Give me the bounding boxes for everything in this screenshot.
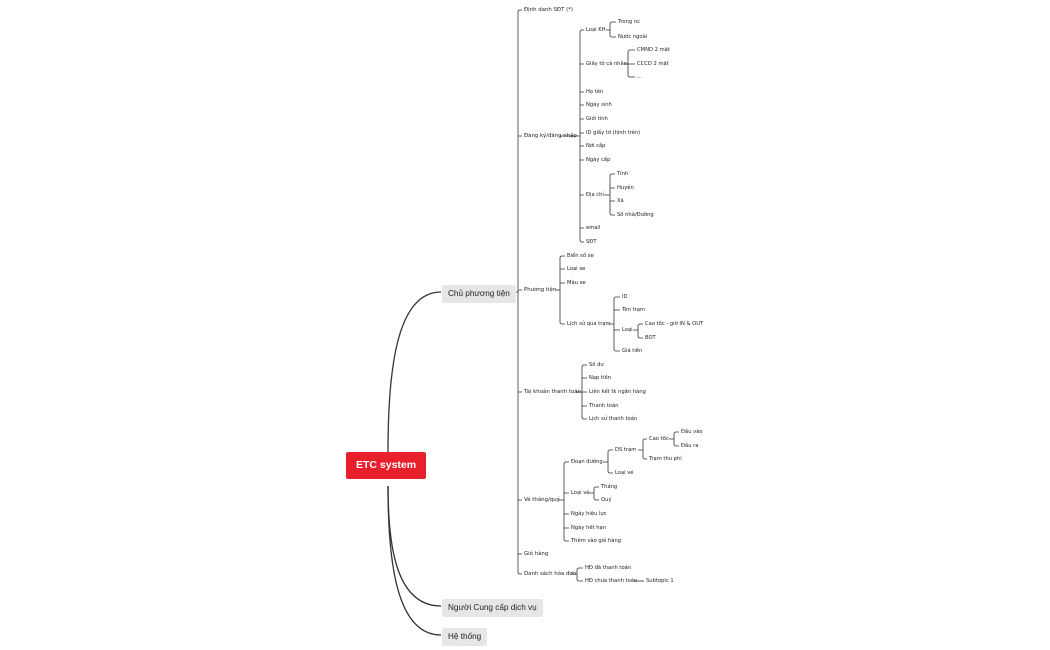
- branch-system[interactable]: Hệ thống: [442, 628, 488, 646]
- topic-issue-date[interactable]: Ngày cấp: [586, 157, 611, 163]
- branch-provider[interactable]: Người Cung cấp dịch vụ: [442, 599, 543, 617]
- topic-vehicle[interactable]: Phương tiện: [524, 287, 557, 293]
- topic-ticket-kind[interactable]: Loại vé: [571, 490, 590, 496]
- branch-owner[interactable]: Chủ phương tiện: [442, 285, 516, 303]
- topic-bot[interactable]: BOT: [645, 335, 656, 341]
- topic-add-cart[interactable]: Thêm vào giỏ hàng: [571, 538, 622, 544]
- topic-cccd[interactable]: CCCD 2 mặt: [637, 61, 669, 67]
- topic-ticket[interactable]: Vé tháng/quý: [524, 497, 560, 503]
- topic-gender[interactable]: Giới tính: [586, 116, 608, 122]
- connector-ticket-children: [558, 461, 569, 542]
- topic-balance[interactable]: Số dư: [589, 362, 604, 368]
- topic-station-history[interactable]: Lịch sử qua trạm: [567, 321, 611, 327]
- topic-paid-invoices[interactable]: HĐ đã thanh toán: [585, 565, 632, 571]
- topic-valid-from[interactable]: Ngày hiệu lực: [571, 511, 607, 517]
- topic-vehicle-type[interactable]: Loại xe: [567, 266, 586, 272]
- topic-province[interactable]: Tỉnh: [617, 171, 629, 177]
- topic-price[interactable]: Giá tiền: [622, 348, 643, 354]
- topic-dob[interactable]: Ngày sinh: [586, 102, 612, 108]
- connector-highway-children: [669, 431, 679, 447]
- topic-invoices[interactable]: Danh sách hóa đơn: [524, 571, 577, 577]
- topic-segment-ticket-type[interactable]: Loại vé: [615, 470, 634, 476]
- topic-exit[interactable]: Đầu ra: [681, 443, 699, 449]
- topic-kh-type[interactable]: Loại KH: [586, 27, 606, 33]
- topic-fullname[interactable]: Họ tên: [586, 89, 604, 95]
- topic-valid-to[interactable]: Ngày hết hạn: [571, 525, 606, 531]
- topic-month[interactable]: Tháng: [601, 484, 618, 490]
- connector-docs-children: [624, 49, 635, 78]
- topic-entry[interactable]: Đầu vào: [681, 429, 703, 435]
- connector-owner: [387, 291, 442, 453]
- connector-owner-children: [514, 9, 522, 575]
- topic-account[interactable]: Tài khoản thanh toán: [524, 389, 581, 395]
- connector-stations-children: [638, 438, 647, 460]
- connector-register-children: [560, 29, 584, 243]
- topic-cmnd[interactable]: CMND 2 mặt: [637, 47, 670, 53]
- topic-highway[interactable]: Cao tốc: [649, 436, 669, 442]
- topic-quarter[interactable]: Quý: [601, 497, 612, 503]
- topic-toll-station[interactable]: Trạm thu phí: [649, 456, 682, 462]
- connector-ticket-kind-children: [589, 486, 599, 501]
- connector-address-children: [604, 173, 615, 216]
- topic-street[interactable]: Số nhà/Đường: [617, 212, 654, 218]
- root-node[interactable]: ETC system: [346, 452, 427, 479]
- topic-email[interactable]: email: [586, 225, 601, 231]
- topic-bank-link[interactable]: Liên kết tk ngân hàng: [589, 389, 646, 395]
- topic-station-name[interactable]: Tên trạm: [622, 307, 645, 313]
- connector-kh-type-children: [606, 21, 616, 38]
- connector-segment-children: [603, 449, 613, 474]
- connector-kind-children: [633, 323, 643, 339]
- topic-highway-inout[interactable]: Cao tốc - giờ IN & OUT: [645, 321, 704, 327]
- topic-unpaid-invoices[interactable]: HĐ chưa thanh toán: [585, 578, 638, 584]
- topic-commune[interactable]: Xã: [617, 198, 624, 204]
- topic-topup[interactable]: Nạp tiền: [589, 375, 611, 381]
- connector-account-children: [576, 364, 587, 420]
- topic-register[interactable]: Đăng ký/đăng nhập: [524, 133, 577, 139]
- topic-history-kind[interactable]: Loại: [622, 327, 633, 333]
- connector-system: [387, 485, 442, 636]
- topic-subtopic-1[interactable]: Subtopic 1: [646, 578, 674, 584]
- topic-segment[interactable]: Đoạn đường: [571, 459, 603, 465]
- topic-sdt-id[interactable]: Định danh SĐT (*): [524, 7, 574, 13]
- topic-pay[interactable]: Thanh toán: [589, 403, 619, 409]
- topic-plate[interactable]: Biển số xe: [567, 253, 594, 259]
- connector-history-children: [609, 296, 620, 352]
- topic-cart[interactable]: Giỏ hàng: [524, 551, 549, 557]
- connector-vehicle-children: [555, 255, 565, 325]
- topic-address[interactable]: Địa chỉ: [586, 192, 604, 198]
- topic-foreign[interactable]: Nước ngoài: [618, 34, 648, 40]
- topic-domestic[interactable]: Trong nc: [618, 19, 640, 25]
- topic-vehicle-color[interactable]: Màu xe: [567, 280, 586, 286]
- topic-issue-place[interactable]: Nơi cấp: [586, 143, 606, 149]
- topic-history-id[interactable]: ID: [622, 294, 628, 300]
- topic-phone[interactable]: SĐT: [586, 239, 597, 245]
- topic-district[interactable]: Huyện: [617, 185, 634, 191]
- topic-station-list[interactable]: DS trạm: [615, 447, 637, 453]
- topic-doc-id[interactable]: ID giấy tờ (hình trên): [586, 130, 641, 136]
- topic-pay-history[interactable]: Lịch sử thanh toán: [589, 416, 638, 422]
- connector-provider: [387, 485, 442, 607]
- topic-docs-more[interactable]: ...: [637, 74, 642, 80]
- connector-invoices-children: [571, 567, 583, 582]
- topic-docs[interactable]: Giấy tờ cá nhân: [586, 61, 627, 67]
